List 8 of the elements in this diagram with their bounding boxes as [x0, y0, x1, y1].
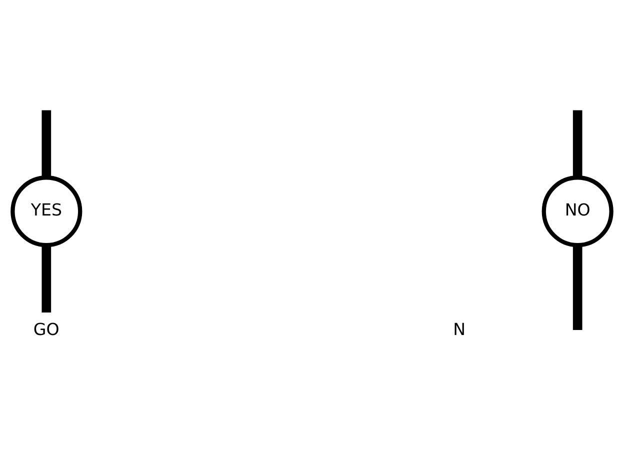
connector	[42, 244, 52, 312]
node-circle: NO	[542, 175, 614, 247]
connector	[572, 244, 582, 330]
connector	[572, 110, 582, 178]
node-text: GO	[33, 320, 60, 339]
node-circle: YES	[10, 175, 82, 247]
connector	[42, 110, 52, 178]
label: N	[453, 320, 466, 339]
